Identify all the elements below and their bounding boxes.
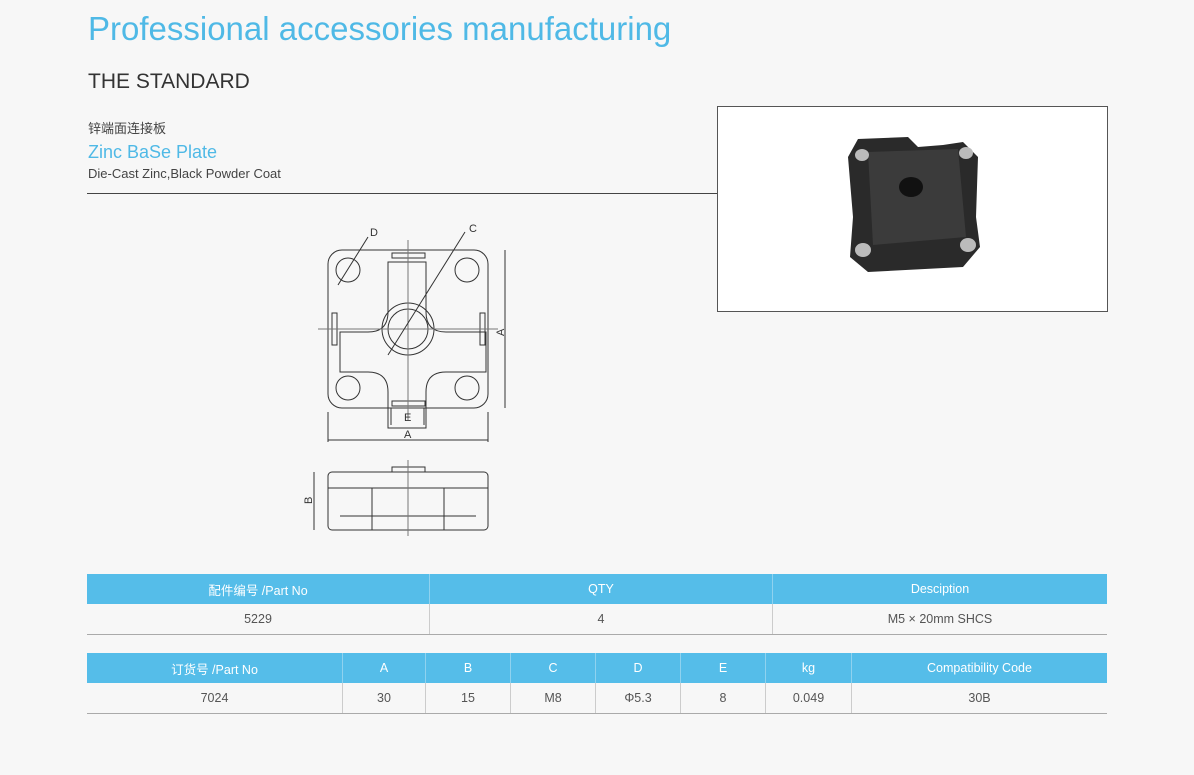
product-name-cn: 锌端面连接板: [88, 122, 167, 137]
order-table: 订货号 /Part No A B C D E kg Compatibility …: [87, 653, 1107, 714]
cell: 5229: [87, 604, 430, 635]
page-title: Professional accessories manufacturing: [88, 10, 672, 47]
col-header: C: [510, 653, 596, 683]
product-name: Zinc BaSe Plate: [88, 142, 218, 162]
table-row: 7024 30 15 M8 Φ5.3 8 0.049 30B: [87, 683, 1107, 714]
col-header: A: [342, 653, 426, 683]
product-material: Die-Cast Zinc,Black Powder Coat: [88, 166, 281, 181]
section-subtitle: THE STANDARD: [88, 70, 250, 93]
product-photo: [717, 106, 1108, 312]
col-header: Compatibility Code: [851, 653, 1107, 683]
dim-label-e: E: [404, 412, 411, 424]
col-header: QTY: [429, 574, 773, 604]
technical-drawing: D C A E A B: [303, 223, 507, 536]
cell: 8: [680, 683, 766, 714]
cell: M8: [510, 683, 596, 714]
divider: [87, 193, 717, 194]
cell: 4: [429, 604, 773, 635]
col-header: B: [425, 653, 511, 683]
col-header: E: [680, 653, 766, 683]
dim-label-c: C: [469, 223, 477, 235]
cell: 30B: [851, 683, 1107, 714]
col-header: 配件编号 /Part No: [87, 574, 430, 604]
col-header: Desciption: [772, 574, 1107, 604]
col-header: D: [595, 653, 681, 683]
dim-label-a-vertical: A: [495, 328, 507, 336]
col-header: kg: [765, 653, 852, 683]
col-header: 订货号 /Part No: [87, 653, 343, 683]
cell: Φ5.3: [595, 683, 681, 714]
zinc-plate-image: [848, 137, 980, 272]
cell: 15: [425, 683, 511, 714]
cell: M5 × 20mm SHCS: [772, 604, 1107, 635]
dim-label-b: B: [303, 497, 315, 504]
cell: 0.049: [765, 683, 852, 714]
dim-label-a: A: [404, 429, 412, 441]
cell: 30: [342, 683, 426, 714]
cell: 7024: [87, 683, 343, 714]
dim-label-d: D: [370, 227, 378, 239]
